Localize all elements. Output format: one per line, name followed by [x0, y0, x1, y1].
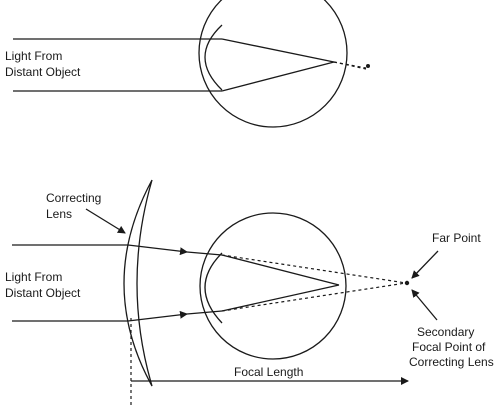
correcting-lens-label-line-1: Correcting: [46, 191, 101, 205]
top-light-label: Light From Distant Object: [5, 49, 81, 79]
bottom-dashed-ray-lower: [221, 282, 407, 312]
far-point-label: Far Point: [432, 231, 481, 245]
focal-length-label: Focal Length: [234, 365, 303, 379]
secondary-focal-label-line-1: Secondary: [417, 325, 474, 339]
top-eyeball: [198, 0, 348, 128]
secondary-focal-label-line-3: Correcting Lens: [409, 355, 494, 369]
bottom-light-label-line-2: Distant Object: [5, 286, 81, 300]
bottom-eyeball: [199, 212, 347, 360]
top-figure: Light From Distant Object: [5, 0, 370, 128]
bottom-dashed-ray-upper: [221, 254, 407, 284]
bottom-refracted-ray-upper: [221, 254, 340, 286]
bottom-cornea: [204, 252, 223, 324]
top-dashed-ray-upper: [333, 61, 367, 69]
bottom-figure: Focal Length Correcting Lens Light From …: [5, 179, 494, 407]
top-refracted-ray-lower: [221, 61, 335, 92]
correcting-lens: [123, 179, 153, 387]
correcting-lens-label: Correcting Lens: [46, 191, 105, 221]
bottom-refracted-ray-lower: [221, 284, 340, 312]
top-cornea: [204, 24, 223, 91]
bottom-light-label-line-1: Light From: [5, 270, 62, 284]
far-point-dot: [404, 280, 410, 286]
secondary-focal-pointer: [411, 289, 438, 321]
bottom-diverged-ray-lower-a: [127, 310, 188, 322]
bottom-light-label: Light From Distant Object: [5, 270, 81, 300]
top-light-label-line-1: Light From: [5, 49, 62, 63]
top-dashed-ray-lower: [333, 61, 367, 70]
top-refracted-ray-upper: [221, 38, 335, 63]
bottom-diverged-ray-upper-b: [186, 251, 223, 256]
secondary-focal-label: Secondary Focal Point of Correcting Lens: [409, 325, 494, 369]
bottom-diverged-ray-lower-b: [186, 310, 223, 315]
far-point-pointer: [411, 250, 439, 279]
correcting-lens-label-line-2: Lens: [46, 207, 72, 221]
top-light-label-line-2: Distant Object: [5, 65, 81, 79]
secondary-focal-label-line-2: Focal Point of: [412, 340, 486, 354]
top-image-point: [366, 64, 370, 68]
correcting-lens-pointer: [85, 208, 126, 234]
bottom-diverged-ray-upper-a: [127, 244, 188, 256]
